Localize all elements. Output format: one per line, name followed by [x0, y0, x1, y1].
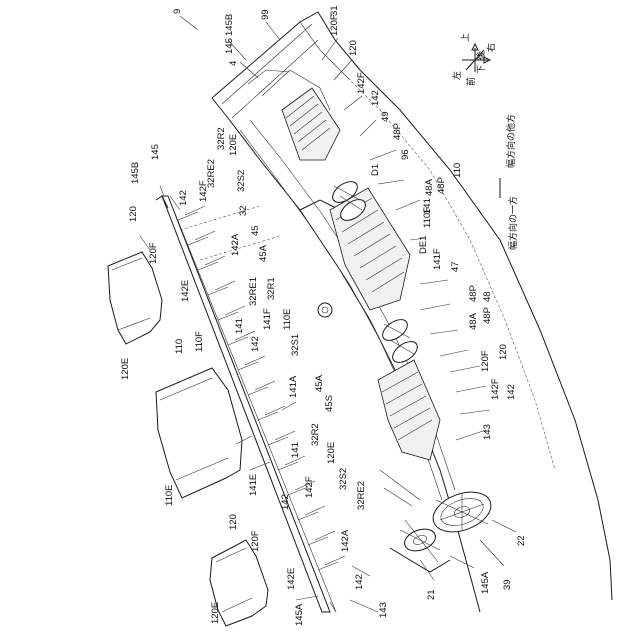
ref-label-142f-top: 142F	[356, 72, 367, 94]
orient-front-label: 前	[465, 77, 477, 86]
sheet-pads	[108, 252, 268, 626]
ref-label-142a-low: 142A	[340, 529, 351, 552]
gear-assembly	[380, 470, 496, 572]
ref-label-142-bottom: 142	[354, 574, 365, 590]
ref-label-110f-right: 110F	[422, 207, 433, 228]
ref-label-142-l2: 142	[250, 336, 261, 352]
ref-label-142-right: 142	[506, 384, 517, 400]
ref-label-145: 145	[224, 38, 235, 54]
orient-up-label: 上	[460, 33, 471, 42]
ref-label-48a-b: 48A	[468, 312, 479, 330]
ref-label-120-left: 120	[128, 206, 139, 222]
ref-label-120e-top: 120E	[228, 134, 239, 156]
ref-label-32r2-top: 32R2	[216, 127, 227, 150]
ref-label-120f-low: 120F	[250, 530, 261, 552]
ref-label-48p-b: 48P	[436, 177, 447, 194]
ref-label-145-left: 145	[150, 144, 161, 160]
ref-label-d1: D1	[370, 164, 381, 176]
ref-label-145a-left: 145A	[294, 603, 305, 626]
orient-right-label: 右	[485, 43, 497, 52]
ref-label-110-left: 110	[174, 339, 185, 354]
orient-left-label: 左	[451, 71, 463, 80]
ref-label-32re2-low: 32RE2	[356, 481, 367, 510]
ref-label-120e-bottom: 120E	[210, 602, 221, 624]
ref-label-45-mid: 45	[250, 225, 261, 236]
ref-label-141f-left: 141F	[262, 308, 273, 330]
ref-label-48p-c: 48P	[468, 285, 479, 302]
ref-label-48: 48	[482, 291, 493, 302]
ref-label-96: 96	[400, 149, 411, 160]
ref-label-142-low: 142	[280, 494, 291, 510]
ref-label-21: 21	[426, 589, 437, 600]
ref-label-120-low: 120	[228, 514, 239, 530]
ref-label-32s1: 32S1	[290, 334, 301, 356]
ref-label-141f-right: 141F	[432, 248, 443, 270]
ref-label-47: 47	[450, 261, 461, 272]
ref-label-48p-d: 48P	[482, 307, 493, 324]
ref-label-48a-a: 48A	[424, 178, 435, 196]
ref-label-45a-mid: 45A	[258, 244, 269, 262]
feed-plates	[282, 88, 440, 460]
ref-label-110e-left: 110E	[164, 485, 175, 506]
ref-label-9: 9	[172, 9, 183, 14]
ref-label-142f-l1: 142F	[198, 180, 209, 202]
ref-label-143-bottom: 143	[378, 602, 389, 618]
ref-label-120f-right: 120F	[480, 350, 491, 372]
ref-label-141e: 141E	[248, 474, 259, 496]
ref-label-120f-left: 120F	[148, 242, 159, 264]
ref-label-145b: 145B	[224, 14, 235, 36]
ref-label-145a-bottom: 145A	[480, 571, 491, 594]
ref-label-120e-low: 120E	[326, 442, 337, 464]
ref-label-49: 49	[380, 111, 391, 122]
ref-label-45a-low: 45A	[314, 374, 325, 392]
ref-label-142f-right: 142F	[490, 378, 501, 400]
ref-label-110: 110	[452, 163, 463, 178]
ref-label-de1: DE1	[418, 236, 429, 254]
ref-label-31: 31	[329, 5, 340, 16]
ref-label-99: 99	[260, 9, 271, 20]
ref-label-142e-low: 142E	[286, 568, 297, 590]
ref-label-110e-mid: 110E	[282, 309, 293, 330]
ref-label-39: 39	[502, 579, 513, 590]
ref-label-141-low: 141	[290, 442, 301, 458]
width-direction-one: 幅方向の一方	[507, 196, 519, 250]
ref-label-142-l1: 142	[178, 190, 189, 206]
ref-label-48p-a: 48P	[392, 123, 403, 140]
orient-back-label: 後	[475, 51, 487, 60]
width-direction-other: 幅方向の他方	[505, 114, 517, 168]
orient-down-label: 下	[477, 65, 487, 74]
ref-label-142e-l1: 142E	[180, 280, 191, 302]
ref-label-141a: 141A	[288, 375, 299, 398]
ref-label-142f-low: 142F	[304, 476, 315, 498]
ref-label-32re1: 32RE1	[248, 277, 259, 306]
ref-label-32: 32	[238, 205, 249, 216]
ref-label-120-top: 120	[348, 40, 359, 56]
ref-label-142a-mid: 142A	[230, 233, 241, 256]
ref-label-142-top: 142	[370, 90, 381, 106]
ref-label-120-right: 120	[498, 344, 509, 360]
ref-label-45s: 45S	[324, 395, 335, 412]
ref-label-32r2-low: 32R2	[310, 423, 321, 446]
ref-label-141-left: 141	[234, 318, 245, 334]
ref-label-32r1: 32R1	[266, 277, 277, 300]
ref-label-32s2-low: 32S2	[338, 468, 349, 490]
ref-label-110f-left: 110F	[194, 331, 205, 352]
ref-label-145b-left: 145B	[130, 162, 141, 184]
ref-label-120e-left: 120E	[120, 358, 131, 380]
ref-label-4: 4	[228, 61, 239, 66]
ref-label-32s2-top: 32S2	[236, 170, 247, 192]
ref-label-22: 22	[516, 535, 527, 546]
ref-label-120f-top: 120F	[329, 14, 340, 36]
ref-label-143-right: 143	[482, 424, 493, 440]
